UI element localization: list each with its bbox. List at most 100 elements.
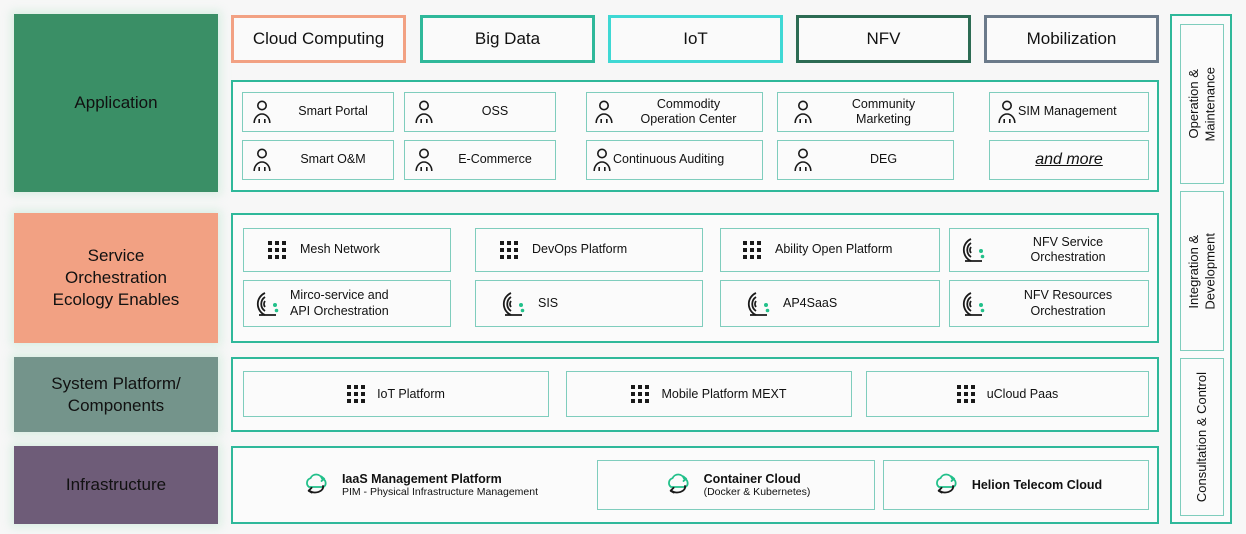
application-item-commodity-operation-center[interactable]: Commodity Operation Center bbox=[586, 92, 763, 132]
infrastructure-item-text: Container Cloud (Docker & Kubernetes) bbox=[704, 472, 811, 498]
service-item-sis[interactable]: SIS bbox=[475, 280, 703, 327]
domain-tab-big-data-label: Big Data bbox=[474, 29, 541, 48]
platform-item-mobile-platform-mext[interactable]: Mobile Platform MEXT bbox=[566, 371, 852, 417]
rail-item-label: Operation & Maintenance bbox=[1185, 66, 1217, 142]
rail-item-integration-development[interactable]: Integration & Development bbox=[1180, 191, 1224, 351]
rail-item-consultation-control[interactable]: Consultation & Control bbox=[1180, 358, 1224, 516]
application-item-label: E-Commerce bbox=[458, 152, 532, 167]
service-item-ap4saas[interactable]: AP4SaaS bbox=[720, 280, 940, 327]
infrastructure-item-text: IaaS Management Platform PIM - Physical … bbox=[342, 472, 538, 498]
dots-grid-icon bbox=[743, 241, 761, 259]
infrastructure-item-subtitle: (Docker & Kubernetes) bbox=[703, 486, 811, 498]
application-item-label: DEG bbox=[869, 152, 898, 167]
application-item-smart-om[interactable]: Smart O&M bbox=[242, 140, 394, 180]
application-item-label: Smart Portal bbox=[298, 104, 368, 119]
orchestration-icon bbox=[747, 291, 770, 316]
domain-tab-iot-label: IoT bbox=[683, 29, 708, 48]
domain-tab-nfv-label: NFV bbox=[866, 29, 901, 48]
service-item-label: AP4SaaS bbox=[783, 295, 838, 310]
service-item-ability-open-platform[interactable]: Ability Open Platform bbox=[720, 228, 940, 272]
service-item-nfv-resources-orchestration[interactable]: NFV Resources Orchestration bbox=[949, 280, 1149, 327]
application-item-label: and more bbox=[1035, 151, 1103, 169]
service-item-label: Mirco-service and API Orchestration bbox=[290, 288, 389, 318]
person-icon bbox=[593, 148, 611, 172]
infrastructure-item-text: Helion Telecom Cloud bbox=[972, 478, 1102, 492]
dots-grid-icon bbox=[268, 241, 286, 259]
platform-item-iot-platform[interactable]: IoT Platform bbox=[243, 371, 549, 417]
application-item-oss[interactable]: OSS bbox=[404, 92, 556, 132]
application-item-deg[interactable]: DEG bbox=[777, 140, 954, 180]
person-icon bbox=[253, 148, 271, 172]
cloud-sync-icon bbox=[935, 473, 957, 494]
orchestration-icon bbox=[962, 238, 985, 262]
orchestration-icon bbox=[962, 291, 985, 316]
orchestration-icon bbox=[256, 291, 279, 316]
application-item-label: Smart O&M bbox=[300, 152, 366, 167]
infrastructure-item-title: Helion Telecom Cloud bbox=[971, 478, 1103, 492]
rail-item-label: Consultation & Control bbox=[1193, 371, 1209, 503]
layer-label-system-platform-text: System Platform/ Components bbox=[51, 373, 181, 415]
orchestration-icon bbox=[502, 291, 525, 316]
application-item-community-marketing[interactable]: Community Marketing bbox=[777, 92, 954, 132]
domain-tab-cloud-computing-label: Cloud Computing bbox=[252, 29, 385, 48]
service-item-label: DevOps Platform bbox=[532, 242, 628, 257]
layer-label-infrastructure: Infrastructure bbox=[14, 446, 218, 524]
application-item-continuous-auditing[interactable]: Continuous Auditing bbox=[586, 140, 763, 180]
person-icon bbox=[595, 100, 613, 124]
dots-grid-icon bbox=[500, 241, 518, 259]
dots-grid-icon bbox=[347, 385, 366, 403]
application-panel: Smart Portal OSS Commodity Operation Cen… bbox=[231, 80, 1159, 192]
person-icon bbox=[415, 100, 433, 124]
person-icon bbox=[253, 100, 271, 124]
domain-tab-mobilization[interactable]: Mobilization bbox=[984, 15, 1159, 63]
person-icon bbox=[998, 100, 1016, 124]
application-item-label: Continuous Auditing bbox=[613, 152, 725, 167]
cross-cutting-rail: Operation & Maintenance Integration & De… bbox=[1170, 14, 1232, 524]
layer-label-infrastructure-text: Infrastructure bbox=[65, 475, 167, 495]
infrastructure-item-iaas-management-platform[interactable]: IaaS Management Platform PIM - Physical … bbox=[243, 460, 595, 510]
domain-tab-nfv[interactable]: NFV bbox=[796, 15, 971, 63]
domain-tab-iot[interactable]: IoT bbox=[608, 15, 783, 63]
layer-label-system-platform: System Platform/ Components bbox=[14, 357, 218, 432]
infrastructure-item-title: Container Cloud bbox=[703, 472, 801, 486]
platform-item-ucloud-paas[interactable]: uCloud Paas bbox=[866, 371, 1149, 417]
dots-grid-icon bbox=[631, 385, 650, 403]
application-item-label: OSS bbox=[481, 104, 509, 119]
platform-item-label: Mobile Platform MEXT bbox=[661, 387, 787, 401]
application-item-label: SIM Management bbox=[1018, 104, 1117, 119]
infrastructure-item-container-cloud[interactable]: Container Cloud (Docker & Kubernetes) bbox=[597, 460, 875, 510]
service-item-label: Ability Open Platform bbox=[775, 242, 893, 257]
service-item-micro-service-api-orchestration[interactable]: Mirco-service and API Orchestration bbox=[243, 280, 451, 327]
application-item-e-commerce[interactable]: E-Commerce bbox=[404, 140, 556, 180]
layer-label-service-orchestration-text: Service Orchestration Ecology Enables bbox=[52, 246, 180, 309]
application-item-and-more[interactable]: and more bbox=[989, 140, 1149, 180]
cloud-sync-icon bbox=[306, 473, 327, 494]
infrastructure-item-subtitle: PIM - Physical Infrastructure Management bbox=[341, 486, 539, 498]
domain-tab-cloud-computing[interactable]: Cloud Computing bbox=[231, 15, 406, 63]
service-item-label: SIS bbox=[538, 295, 559, 310]
system-platform-panel: IoT Platform Mobile Platform MEXT uCloud… bbox=[231, 357, 1159, 432]
platform-item-label: uCloud Paas bbox=[986, 387, 1059, 401]
service-item-label: Mesh Network bbox=[300, 242, 380, 257]
layer-label-service-orchestration: Service Orchestration Ecology Enables bbox=[14, 213, 218, 343]
platform-item-label: IoT Platform bbox=[377, 387, 445, 401]
service-item-label: NFV Service Orchestration bbox=[1030, 234, 1106, 264]
rail-item-operation-maintenance[interactable]: Operation & Maintenance bbox=[1180, 24, 1224, 184]
infrastructure-item-helion-telecom-cloud[interactable]: Helion Telecom Cloud bbox=[883, 460, 1149, 510]
service-item-devops-platform[interactable]: DevOps Platform bbox=[475, 228, 703, 272]
service-item-nfv-service-orchestration[interactable]: NFV Service Orchestration bbox=[949, 228, 1149, 272]
application-item-sim-management[interactable]: SIM Management bbox=[989, 92, 1149, 132]
person-icon bbox=[415, 148, 433, 172]
service-orchestration-panel: Mesh Network DevOps Platform Ability Ope… bbox=[231, 213, 1159, 343]
infrastructure-item-title: IaaS Management Platform bbox=[341, 472, 502, 486]
domain-tab-big-data[interactable]: Big Data bbox=[420, 15, 595, 63]
layer-label-application: Application bbox=[14, 14, 218, 192]
application-item-label: Community Marketing bbox=[851, 96, 916, 126]
application-item-label: Commodity Operation Center bbox=[640, 96, 737, 126]
service-item-mesh-network[interactable]: Mesh Network bbox=[243, 228, 451, 272]
person-icon bbox=[794, 100, 812, 124]
person-icon bbox=[794, 148, 812, 172]
infrastructure-panel: IaaS Management Platform PIM - Physical … bbox=[231, 446, 1159, 524]
application-item-smart-portal[interactable]: Smart Portal bbox=[242, 92, 394, 132]
